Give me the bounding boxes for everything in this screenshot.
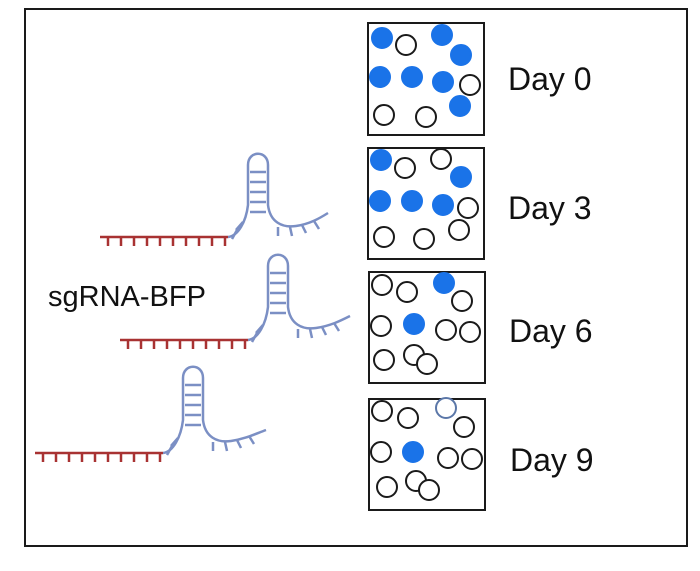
- bfp-negative-cell: [371, 274, 393, 296]
- bfp-positive-cell: [432, 194, 454, 216]
- bfp-positive-cell: [431, 24, 453, 46]
- bfp-positive-cell: [450, 44, 472, 66]
- bfp-negative-cell: [415, 106, 437, 128]
- bfp-negative-cell: [373, 349, 395, 371]
- scaffold-ticks: [230, 170, 321, 240]
- scaffold-line: [247, 253, 351, 342]
- bfp-positive-cell: [402, 441, 424, 463]
- spacer-ticks: [106, 237, 227, 246]
- bfp-positive-cell: [401, 190, 423, 212]
- bfp-negative-cell: [451, 290, 473, 312]
- spacer-ticks: [41, 453, 162, 462]
- sgrna-construct-1: [100, 152, 329, 246]
- day-label: Day 6: [509, 313, 593, 349]
- day-label: Day 9: [510, 442, 594, 478]
- scaffold-ticks: [165, 383, 256, 456]
- bfp-negative-cell: [435, 319, 457, 341]
- sgrna-construct-2: [120, 253, 351, 349]
- bfp-positive-cell: [403, 313, 425, 335]
- panel-day-6: Day 6: [368, 271, 593, 384]
- panel-day-3: Day 3: [367, 147, 592, 260]
- bfp-positive-cell: [369, 66, 391, 88]
- bfp-negative-cell: [397, 407, 419, 429]
- sgrna-construct-3: [35, 365, 267, 462]
- bfp-negative-cell: [370, 441, 392, 463]
- bfp-negative-cell: [459, 321, 481, 343]
- day-label: Day 0: [508, 61, 592, 97]
- bfp-negative-cell: [373, 226, 395, 248]
- bfp-negative-cell: [457, 197, 479, 219]
- bfp-negative-cell: [413, 228, 435, 250]
- bfp-negative-cell: [459, 74, 481, 96]
- scaffold-ticks: [250, 271, 341, 343]
- bfp-negative-cell: [396, 281, 418, 303]
- scaffold-line: [162, 365, 267, 455]
- bfp-negative-cell: [370, 315, 392, 337]
- bfp-positive-cell: [371, 27, 393, 49]
- bfp-positive-cell: [433, 272, 455, 294]
- bfp-positive-cell: [450, 166, 472, 188]
- bfp-positive-cell: [370, 149, 392, 171]
- bfp-negative-cell: [453, 416, 475, 438]
- spacer-ticks: [126, 340, 247, 349]
- bfp-negative-cell: [373, 104, 395, 126]
- bfp-negative-cell: [437, 447, 459, 469]
- bfp-negative-cell: [461, 448, 483, 470]
- bfp-positive-cell: [449, 95, 471, 117]
- bfp-negative-cell: [418, 479, 440, 501]
- bfp-negative-cell: [416, 353, 438, 375]
- bfp-negative-cell: [394, 157, 416, 179]
- day-label: Day 3: [508, 190, 592, 226]
- bfp-positive-cell: [432, 71, 454, 93]
- figure-frame: [24, 8, 688, 547]
- bfp-negative-cell: [395, 34, 417, 56]
- bfp-negative-cell: [435, 397, 457, 419]
- bfp-positive-cell: [401, 66, 423, 88]
- scaffold-line: [227, 152, 329, 239]
- bfp-positive-cell: [369, 190, 391, 212]
- bfp-negative-cell: [448, 219, 470, 241]
- panel-day-0: Day 0: [367, 22, 592, 136]
- bfp-negative-cell: [376, 476, 398, 498]
- sgrna-label: sgRNA-BFP: [48, 281, 206, 313]
- bfp-negative-cell: [430, 148, 452, 170]
- panel-day-9: Day 9: [368, 397, 594, 511]
- bfp-negative-cell: [371, 400, 393, 422]
